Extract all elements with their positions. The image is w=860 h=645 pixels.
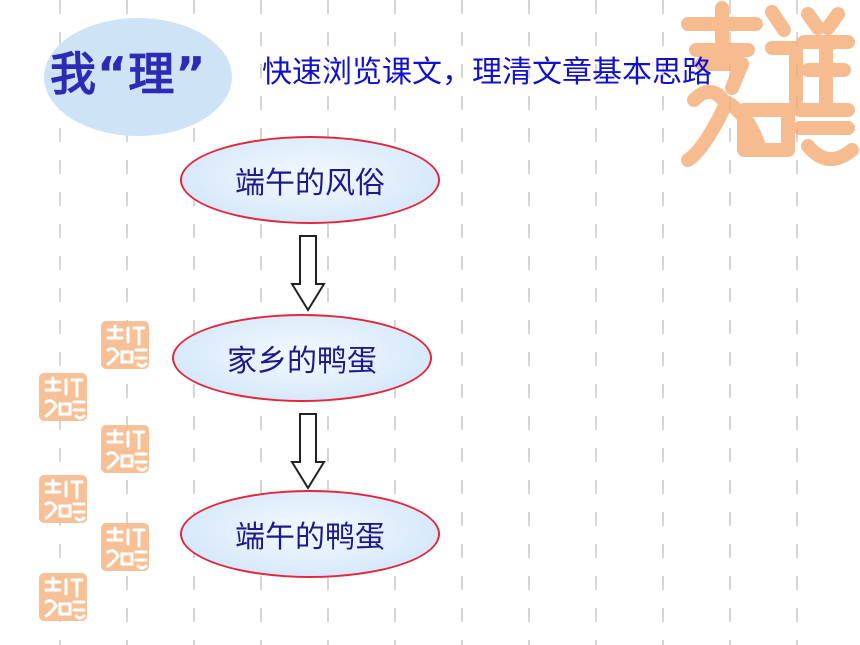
flow-node-label: 家乡的鸭蛋	[227, 344, 377, 379]
slide-subtitle: 快速浏览课文，理清文章基本思路	[262, 55, 712, 90]
flow-node-label: 端午的鸭蛋	[235, 520, 385, 555]
small-seal-icon	[101, 425, 149, 473]
large-seal-icon	[681, 1, 859, 167]
small-seal-icon	[39, 573, 87, 621]
flow-node-dragon-boat-duck-egg: 端午的鸭蛋	[180, 490, 440, 578]
small-seal-icon	[101, 321, 149, 369]
flow-node-label: 端午的风俗	[235, 166, 385, 201]
hollow-down-arrow-icon	[290, 413, 326, 490]
hollow-down-arrow-icon	[290, 235, 326, 312]
small-seal-icon	[101, 523, 149, 571]
slide-title: 我“理”	[50, 47, 207, 101]
title-ellipse	[44, 18, 232, 136]
small-seal-icon	[39, 373, 87, 421]
small-seal-icon	[39, 475, 87, 523]
flow-node-hometown-duck-egg: 家乡的鸭蛋	[172, 314, 432, 402]
flow-node-customs: 端午的风俗	[180, 136, 440, 224]
